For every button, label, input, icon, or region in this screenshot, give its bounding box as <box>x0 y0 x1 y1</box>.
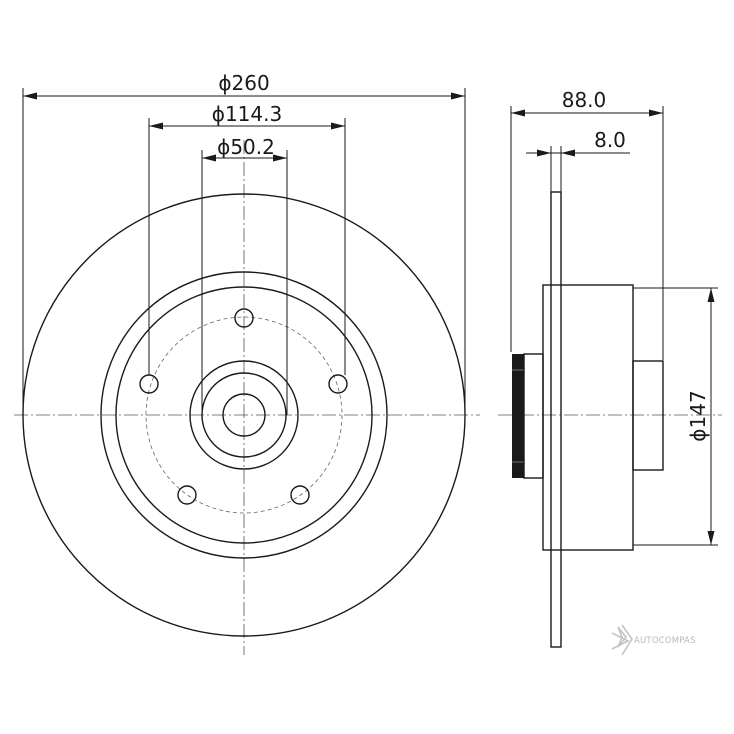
bolt-hole-lower-left <box>177 485 197 505</box>
side-hub-flange <box>542 284 634 551</box>
disc-thickness-label: 8.0 <box>594 128 626 152</box>
hub-diameter-label: ϕ147 <box>686 390 710 441</box>
side-disc-plate <box>550 191 562 648</box>
center-bore <box>222 393 266 437</box>
bolt-hole-top <box>234 308 254 328</box>
dim-outer-arrow-left <box>23 92 37 100</box>
total-height-label: 88.0 <box>562 88 607 112</box>
dim-bolt-arrow-left <box>149 122 163 130</box>
dim-hub-arrow-bottom <box>707 531 715 545</box>
outer-diameter-label: ϕ260 <box>218 71 269 95</box>
front-dimensions: ϕ260 ϕ114.3 ϕ50.2 <box>22 71 466 415</box>
side-view <box>498 191 722 648</box>
bolt-hole-lower-right <box>290 485 310 505</box>
side-dimensions: 88.0 8.0 ϕ147 <box>510 88 718 546</box>
side-bearing-collar <box>523 353 544 479</box>
side-hub-spigot <box>632 360 664 471</box>
dim-thickness-arrow-right <box>561 149 575 157</box>
hub-outer-circle <box>189 360 299 470</box>
bolt-circle-diameter-label: ϕ114.3 <box>212 102 282 126</box>
autocompas-watermark: AUTOCOMPAS <box>611 624 696 656</box>
hat-outer-ring <box>100 271 388 559</box>
center-bore-diameter-label: ϕ50.2 <box>217 135 275 159</box>
dim-height-arrow-right <box>649 109 663 117</box>
watermark-star-icon <box>611 624 633 656</box>
hat-inner-ring <box>115 286 373 544</box>
dim-height-arrow-left <box>511 109 525 117</box>
front-view <box>14 140 480 655</box>
dim-thickness-arrow-left <box>537 149 551 157</box>
watermark-brand-text: AUTOCOMPAS <box>634 636 696 646</box>
dim-outer-arrow-right <box>451 92 465 100</box>
dim-hub-arrow-top <box>707 288 715 302</box>
side-abs-ring <box>512 354 524 478</box>
dim-bolt-arrow-right <box>331 122 345 130</box>
bolt-circle-hidden-line <box>145 316 343 514</box>
dim-bore-arrow-right <box>273 154 287 162</box>
dim-bore-arrow-left <box>202 154 216 162</box>
bolt-hole-right <box>328 374 348 394</box>
